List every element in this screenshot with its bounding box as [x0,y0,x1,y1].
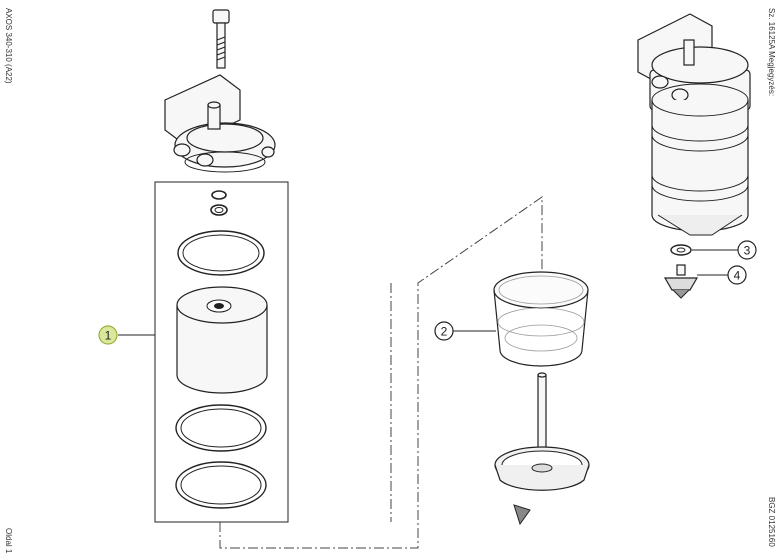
callout-2-label: 2 [441,325,448,339]
bolt-part [212,9,230,69]
callout-4[interactable]: 4 [727,265,747,285]
transparent-bowl-part [493,271,589,367]
assembled-filter-part [637,13,751,236]
seal-ring-upper-part [177,230,265,276]
bowl-base-part [494,372,590,526]
kit-frame [154,181,289,523]
filter-cartridge-part [176,286,268,394]
filter-head-part [164,74,276,173]
callout-4-label: 4 [734,269,741,283]
callout-2[interactable]: 2 [434,321,454,341]
seal-ring-lower-part [175,461,267,509]
callout-3-label: 3 [744,244,751,258]
callout-1[interactable]: 1 [98,325,118,345]
small-o-ring-part [210,190,228,216]
seal-ring-middle-part [175,404,267,452]
callout-3[interactable]: 3 [737,240,757,260]
drain-plug-part [663,264,699,299]
assembly-path-line [219,196,543,549]
callout-1-label: 1 [105,329,112,343]
washer-part [670,244,692,256]
